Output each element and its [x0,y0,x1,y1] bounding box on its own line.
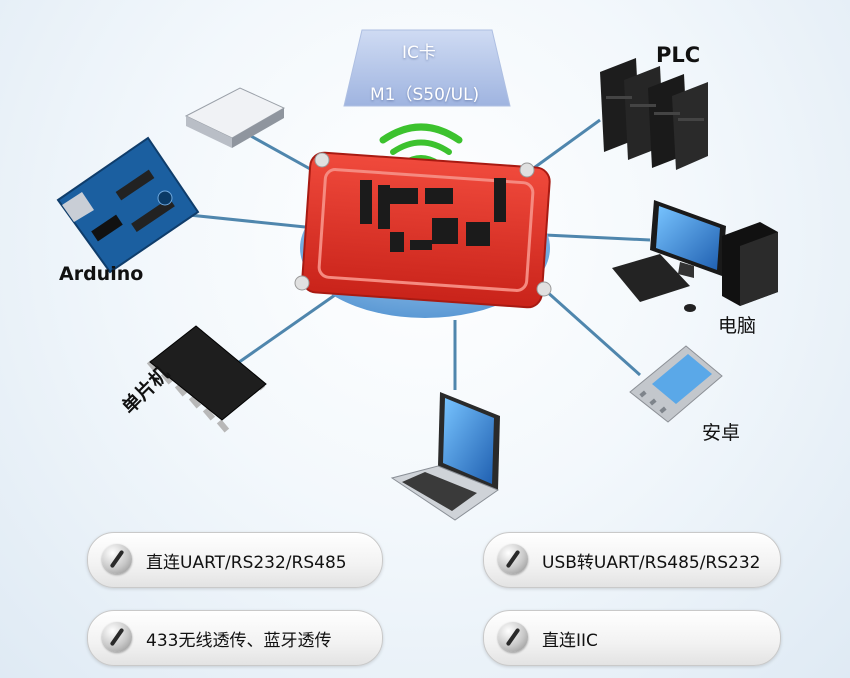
label-pc: 电脑 [718,315,757,337]
pc-computer [612,200,778,312]
feature-label: 433无线透传、蓝牙透传 [146,631,332,651]
rfid-module-board [294,151,552,309]
feature-pill-uart: 直连UART/RS232/RS485 [87,532,383,588]
chip-components [360,178,506,252]
mcu-chip [146,325,267,433]
gateway-device [184,87,286,148]
feature-pill-usb: USB转UART/RS485/RS232 [483,532,781,588]
screw-icon [102,544,132,574]
screw-icon [102,622,132,652]
label-plc: PLC [656,43,701,67]
link-android [543,288,642,377]
label-android: 安卓 [702,422,741,444]
ic-card-title: IC卡 [402,43,436,63]
laptop [390,392,500,521]
ic-card [343,29,511,107]
ic-card-type: M1（S50/UL) [370,85,480,105]
feature-label: 直连IIC [542,631,598,651]
feature-pill-iic: 直连IIC [483,610,781,666]
mobile-device [629,345,723,423]
label-arduino: Arduino [59,263,144,285]
link-pc [544,233,651,242]
arduino-board [56,136,200,274]
screw-icon [498,622,528,652]
plc-server-rack [600,58,708,170]
feature-label: 直连UART/RS232/RS485 [146,553,347,573]
feature-pill-wireless: 433无线透传、蓝牙透传 [87,610,383,666]
screw-icon [498,544,528,574]
link-mcu [234,293,336,367]
feature-label: USB转UART/RS485/RS232 [542,553,761,573]
